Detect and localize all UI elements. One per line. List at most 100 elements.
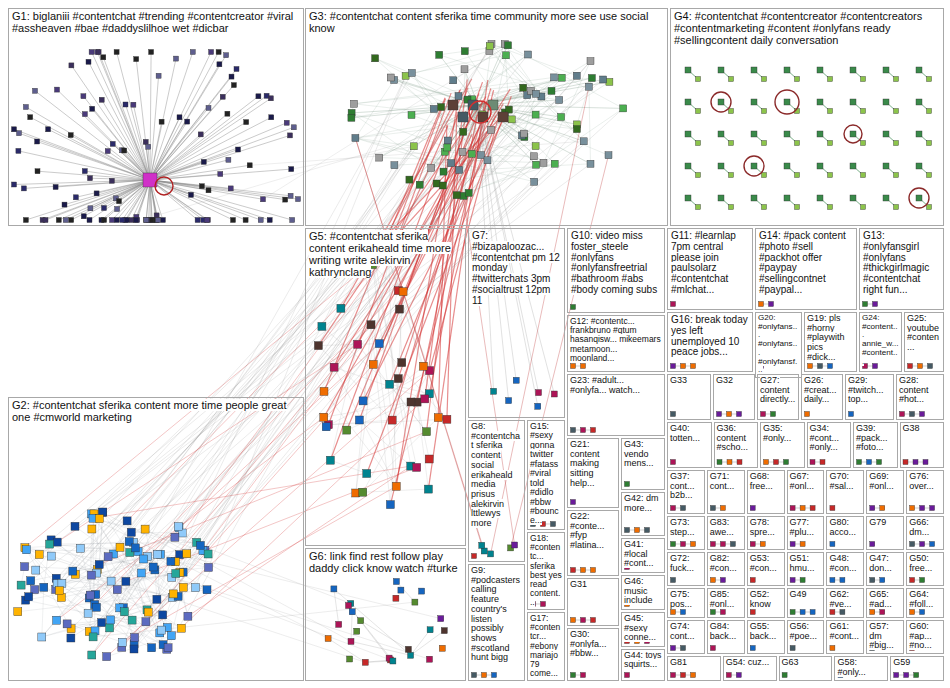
network-edge <box>150 180 291 196</box>
vertex-highlight <box>909 188 929 208</box>
vertex-icon <box>376 154 383 161</box>
vertex-icon <box>828 141 833 146</box>
vertex-icon <box>35 139 40 144</box>
vertex-icon <box>192 584 200 592</box>
vertex-icon <box>23 546 31 554</box>
vertex-icon <box>69 218 74 223</box>
vertex-icon <box>122 577 130 585</box>
vertex-icon <box>820 460 825 465</box>
group-box: G45: #sexy conne... <box>621 612 665 647</box>
group-label: G70: #sal... <box>829 471 853 491</box>
vertex-icon <box>774 460 779 465</box>
vertex-icon <box>159 119 164 124</box>
vertex-icon <box>148 644 156 652</box>
network-edge <box>150 85 234 180</box>
vertex-icon <box>81 94 86 99</box>
vertex-icon <box>696 109 701 114</box>
vertex-icon <box>849 412 854 417</box>
vertex-icon <box>894 173 899 178</box>
network-edge <box>75 521 127 574</box>
vertex-icon <box>84 609 92 617</box>
vertex-icon <box>696 77 701 82</box>
group-label: G17: #contentcr... #ebony mariajo79 come… <box>530 613 560 678</box>
vertex-icon <box>930 542 935 547</box>
vertex-icon <box>880 578 885 583</box>
vertex-icon <box>398 359 406 367</box>
vertex-icon <box>795 77 800 82</box>
vertex-icon <box>56 218 61 223</box>
vertex-icon <box>696 141 701 146</box>
vertex-icon <box>156 73 161 78</box>
vertex-icon <box>671 542 676 547</box>
vertex-icon <box>352 135 359 142</box>
vertex-icon <box>372 55 379 62</box>
vertex-icon <box>769 302 774 307</box>
group-box: G29: #twitch... top... <box>845 374 894 420</box>
vertex-icon <box>412 599 418 605</box>
network-edge <box>97 52 150 180</box>
network-edge <box>411 630 431 656</box>
group-label: G47: don... <box>869 553 892 573</box>
network-edge <box>334 589 411 655</box>
group-box: G21: content making sitting help... <box>567 438 619 508</box>
vertex-icon <box>47 552 55 560</box>
vertex-icon <box>916 67 922 73</box>
group-box: G58: #only... <box>834 656 888 681</box>
vertex-icon <box>120 218 125 223</box>
vertex-icon <box>110 141 115 146</box>
vertex-icon <box>427 656 433 662</box>
vertex-icon <box>729 173 734 178</box>
group-label: G78: spre... <box>750 517 775 537</box>
vertex-icon <box>224 53 229 58</box>
vertex-highlight <box>469 101 491 123</box>
vertex-icon <box>35 551 43 559</box>
vertex-icon <box>387 74 394 81</box>
vertex-icon <box>144 218 149 223</box>
network-edge <box>361 621 409 650</box>
group-label: G80: acco... <box>829 517 856 537</box>
vertex-icon <box>229 74 234 79</box>
network-edge <box>349 606 390 659</box>
group-box: G5: #contentchat sferika content erikahe… <box>305 228 466 546</box>
group-label: G16: break today yes left unemployed 10 … <box>671 314 748 357</box>
network-edge <box>91 550 205 575</box>
network-edge <box>150 169 291 180</box>
vertex-icon <box>71 522 79 530</box>
vertex-icon <box>438 104 445 111</box>
vertex-icon <box>857 460 862 465</box>
group-box: G74: cont... <box>667 620 705 654</box>
network-edge <box>150 180 207 220</box>
group-label: G68: free... <box>750 471 773 491</box>
group-label: G2: #contentchat sferika content more ti… <box>12 399 287 423</box>
group-label: G62: #ve... <box>829 589 851 609</box>
vertex-icon <box>88 525 96 533</box>
vertex-icon <box>416 181 423 188</box>
vertex-icon <box>913 460 918 465</box>
vertex-icon <box>439 645 445 651</box>
vertex-icon <box>883 67 889 73</box>
network-edge <box>209 76 406 568</box>
vertex-icon <box>717 460 722 465</box>
network-edge <box>172 577 391 660</box>
vertex-icon <box>405 646 411 652</box>
group-label: G11: #learnlap 7pm central please join p… <box>671 230 736 295</box>
network-edge <box>57 114 482 583</box>
vertex-icon <box>209 50 214 55</box>
vertex-icon <box>320 413 328 421</box>
group-label: G1: biglaniii #contentchat #trending #co… <box>12 10 293 34</box>
group-label: G36: content #scho... <box>717 423 749 452</box>
network-edge <box>150 117 271 180</box>
vertex-icon <box>625 673 630 678</box>
vertex-icon <box>681 610 686 615</box>
vertex-icon <box>142 618 150 626</box>
group-box: G10: video miss foster_steele #onlyfans … <box>567 228 665 313</box>
vertex-icon <box>425 455 433 463</box>
group-label: G83: awe... <box>710 517 734 537</box>
vertex-icon <box>840 578 845 583</box>
vertex-icon <box>790 578 795 583</box>
vertex-icon <box>198 132 203 137</box>
vertex-icon <box>710 506 715 511</box>
vertex-icon <box>551 391 557 397</box>
group-box: G12: #contentc... frankbruno #qtum hasan… <box>567 315 665 372</box>
group-label: G75: pos... <box>670 589 692 609</box>
